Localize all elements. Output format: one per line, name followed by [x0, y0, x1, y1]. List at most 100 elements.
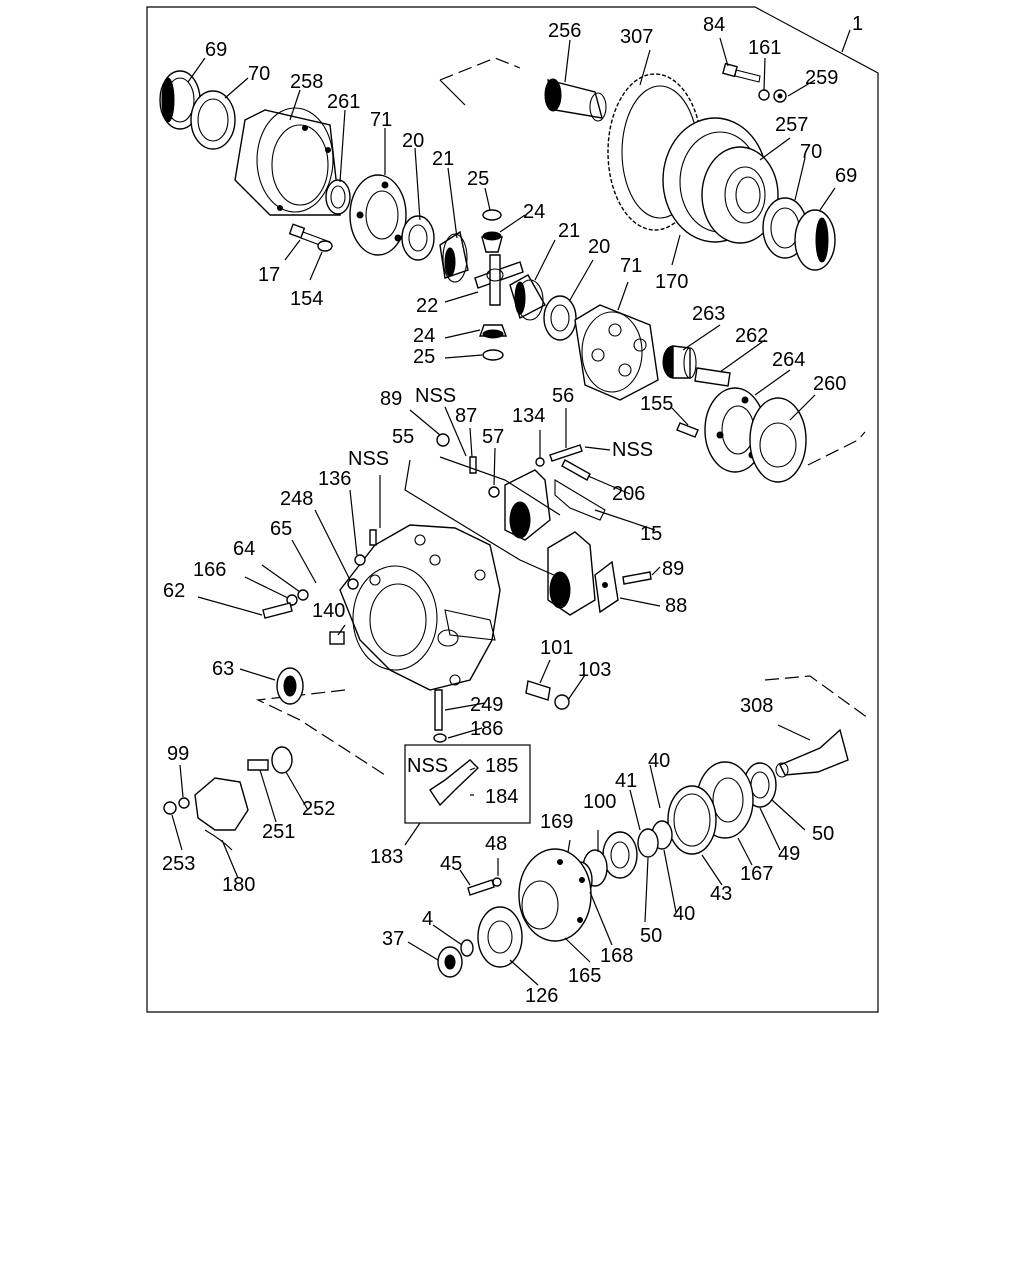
part-249-pin: [434, 689, 443, 731]
part-134-washer: [535, 457, 545, 467]
label-185: 185: [485, 755, 518, 777]
label-169: 169: [540, 811, 573, 833]
part-140-plug: [329, 631, 345, 645]
part-252-flange: [271, 746, 293, 774]
label-48: 48: [485, 833, 507, 855]
label-308: 308: [740, 695, 773, 717]
part-number-labels: 1 69 70 258 261 71 20 21 25 24 17 154 22…: [162, 13, 863, 1007]
label-25-lower: 25: [413, 346, 435, 368]
label-307: 307: [620, 26, 653, 48]
label-99: 99: [167, 743, 189, 765]
label-nss-kit: NSS: [407, 755, 448, 777]
label-258: 258: [290, 71, 323, 93]
label-256: 256: [548, 20, 581, 42]
part-251-spring: [247, 759, 269, 771]
part-71-diff-case-right: [574, 304, 659, 401]
label-49: 49: [778, 843, 800, 865]
label-41: 41: [615, 770, 637, 792]
part-257-case: [701, 146, 779, 244]
label-103: 103: [578, 659, 611, 681]
part-45-bolt: [467, 879, 495, 896]
label-1: 1: [852, 13, 863, 35]
part-21-side-gear-left: [439, 230, 469, 283]
part-89-bolt-upper: [436, 433, 450, 447]
part-183-kit-box: [404, 744, 531, 824]
label-101: 101: [540, 637, 573, 659]
leader-lines: [171, 29, 851, 986]
part-bearing-cap-lower: [547, 531, 596, 616]
label-4: 4: [422, 908, 433, 930]
part-24-pinion-top: [481, 231, 503, 253]
part-37-nut: [437, 946, 463, 978]
label-69-right: 69: [835, 165, 857, 187]
label-259: 259: [805, 67, 838, 89]
label-154: 154: [290, 288, 323, 310]
diagram-frame: [146, 6, 879, 1013]
label-161: 161: [748, 37, 781, 59]
label-22: 22: [416, 295, 438, 317]
part-63-seal: [276, 667, 304, 705]
label-166: 166: [193, 559, 226, 581]
label-24-lower: 24: [413, 325, 435, 347]
label-62: 62: [163, 580, 185, 602]
part-24-pinion-bottom: [479, 324, 507, 339]
label-140: 140: [312, 600, 345, 622]
label-65: 65: [270, 518, 292, 540]
part-186-ring: [433, 733, 447, 743]
label-252: 252: [302, 798, 335, 820]
part-43-shim: [667, 785, 717, 855]
part-57-plug: [488, 486, 500, 498]
label-167: 167: [740, 863, 773, 885]
part-126-flange: [477, 906, 523, 968]
label-25: 25: [467, 168, 489, 190]
label-nss-upper: NSS: [415, 385, 456, 407]
part-260-disc: [749, 397, 807, 483]
label-70-right: 70: [800, 141, 822, 163]
label-20: 20: [402, 130, 424, 152]
label-89-lower: 89: [662, 558, 684, 580]
label-37: 37: [382, 928, 404, 950]
label-168: 168: [600, 945, 633, 967]
label-155: 155: [640, 393, 673, 415]
part-101-stud: [525, 680, 551, 701]
label-nss-left: NSS: [348, 448, 389, 470]
label-248: 248: [280, 488, 313, 510]
label-100: 100: [583, 791, 616, 813]
label-126: 126: [525, 985, 558, 1007]
label-15: 15: [640, 523, 662, 545]
label-261: 261: [327, 91, 360, 113]
label-134: 134: [512, 405, 545, 427]
part-253-nut: [163, 801, 177, 815]
label-nss-left-group: NSS: [348, 448, 389, 470]
label-43: 43: [710, 883, 732, 905]
part-263-gear: [662, 345, 697, 379]
label-45: 45: [440, 853, 462, 875]
part-62-bolt: [262, 602, 293, 619]
part-55-carrier-housing: [339, 524, 501, 691]
part-308-drive-pinion: [775, 728, 849, 778]
part-136-nut: [354, 554, 366, 566]
label-40-upper: 40: [648, 750, 670, 772]
part-259-nut: [773, 89, 787, 103]
label-251: 251: [262, 821, 295, 843]
label-21: 21: [432, 148, 454, 170]
part-21-side-gear-right: [509, 274, 546, 321]
part-25-washer-top: [482, 209, 502, 221]
part-103-nut: [554, 694, 570, 710]
label-71-right: 71: [620, 255, 642, 277]
label-262: 262: [735, 325, 768, 347]
label-88: 88: [665, 595, 687, 617]
part-180-housing: [194, 777, 249, 851]
part-22-spider: [474, 254, 524, 306]
label-50-lower: 50: [640, 925, 662, 947]
label-260: 260: [813, 373, 846, 395]
label-257: 257: [775, 114, 808, 136]
part-155-pin: [676, 422, 699, 438]
label-57: 57: [482, 426, 504, 448]
label-264: 264: [772, 349, 805, 371]
part-20-thrust-washer-right: [543, 295, 577, 341]
label-249: 249: [470, 694, 503, 716]
label-165: 165: [568, 965, 601, 987]
part-169-retainer: [518, 848, 592, 942]
